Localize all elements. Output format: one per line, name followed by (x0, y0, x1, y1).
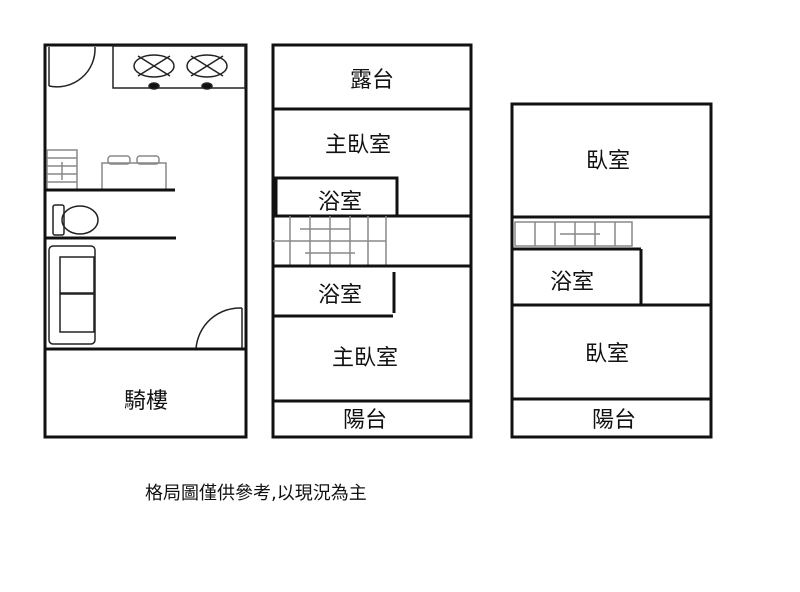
room-label-master-bedroom: 主臥室 (332, 346, 398, 371)
dining-table-icon (101, 155, 167, 191)
room-label-master-bedroom: 主臥室 (325, 133, 391, 158)
room-label-bathroom: 浴室 (550, 270, 594, 295)
room-label-balcony: 陽台 (343, 408, 387, 433)
room-label-arcade: 騎樓 (124, 389, 168, 414)
stairs-icon (273, 216, 387, 266)
room-label-balcony: 陽台 (592, 408, 636, 433)
floor-2-plan: 露台 主臥室 浴室 浴室 主臥室 陽台 (271, 43, 473, 439)
sofa-icon (48, 245, 96, 345)
kitchen-counter (112, 45, 246, 89)
toilet-icon (52, 204, 99, 236)
room-label-terrace: 露台 (350, 68, 394, 93)
floor-1-outline (43, 43, 248, 439)
room-label-bedroom: 臥室 (586, 149, 630, 174)
floor-3-plan: 臥室 浴室 臥室 陽台 (510, 102, 713, 439)
door-icon (48, 46, 96, 88)
stairs-icon (514, 221, 633, 247)
stairs-icon (46, 149, 78, 191)
floor-3-outline (510, 102, 713, 439)
room-label-bedroom: 臥室 (585, 342, 629, 367)
room-label-bathroom: 浴室 (318, 190, 362, 215)
room-label-bathroom: 浴室 (318, 283, 362, 308)
stove-icon (133, 54, 228, 90)
floor-1-plan: 騎樓 (43, 43, 248, 439)
door-icon (195, 307, 243, 350)
disclaimer-caption: 格局圖僅供參考,以現況為主 (145, 483, 367, 504)
